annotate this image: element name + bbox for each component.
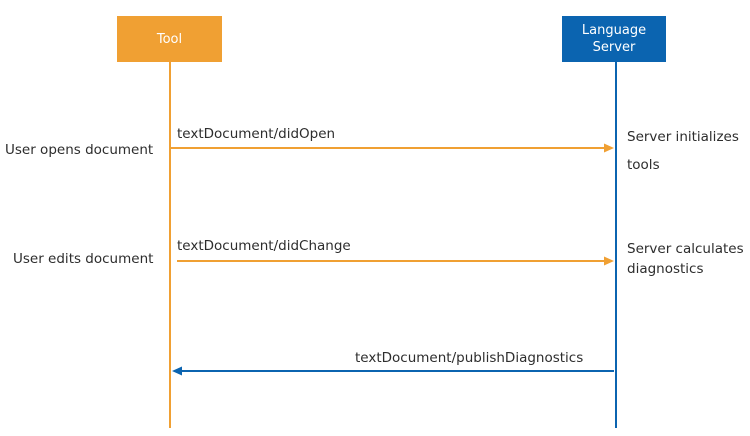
- server-lifeline: [615, 62, 617, 428]
- participant-language-server: Language Server: [562, 16, 666, 62]
- participant-tool-label: Tool: [156, 31, 183, 47]
- server-note-initializes: Server initializes tools: [627, 127, 739, 175]
- tool-lifeline: [169, 62, 171, 428]
- participant-server-label: Language Server: [581, 23, 647, 55]
- arrow-didopen: [171, 143, 614, 153]
- arrow-didchange: [177, 256, 614, 266]
- server-note-initializes-line1: Server initializes: [627, 129, 739, 145]
- message-label-publishdiagnostics: textDocument/publishDiagnostics: [355, 350, 584, 366]
- server-note-initializes-line2: tools: [627, 157, 660, 173]
- participant-tool: Tool: [117, 16, 222, 62]
- server-note-calculates: Server calculates diagnostics: [627, 239, 744, 279]
- arrow-publishdiagnostics: [172, 366, 614, 376]
- server-note-calculates-line1: Server calculates: [627, 241, 744, 257]
- event-label-edit: User edits document: [13, 251, 154, 267]
- message-label-didopen: textDocument/didOpen: [177, 126, 336, 142]
- server-note-calculates-line2: diagnostics: [627, 261, 704, 277]
- event-label-open: User opens document: [5, 142, 154, 158]
- message-label-didchange: textDocument/didChange: [177, 238, 351, 254]
